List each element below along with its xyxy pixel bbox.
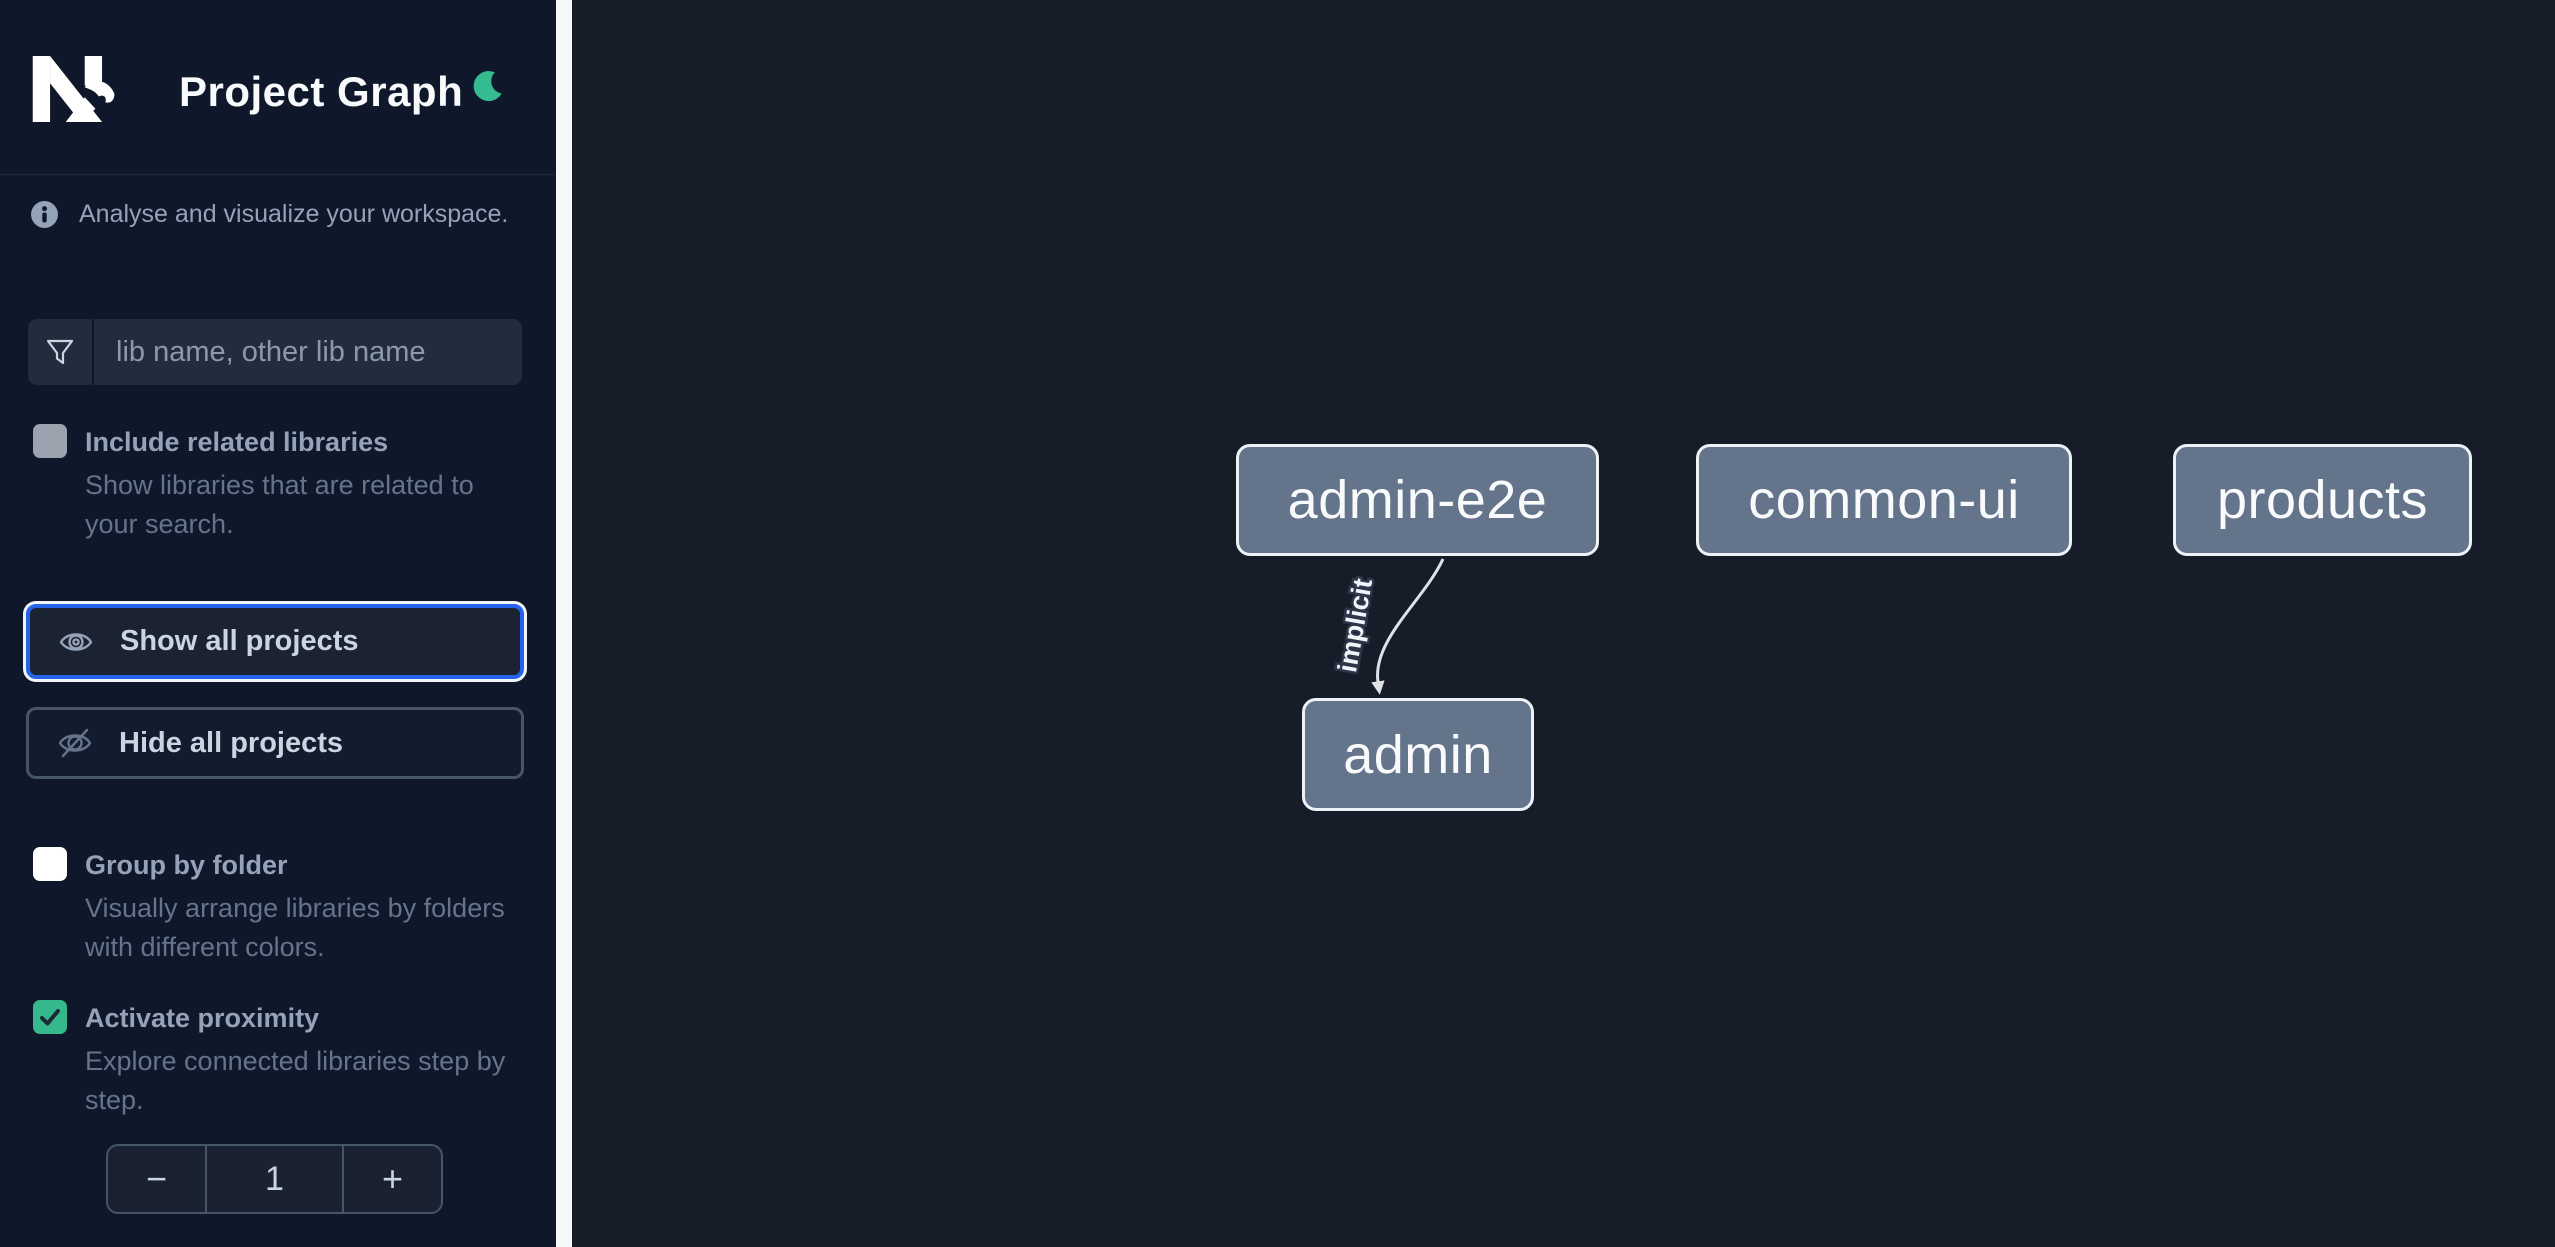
- filter-input[interactable]: [94, 319, 522, 385]
- sidebar: Project Graph Analyse and visualize your…: [0, 0, 556, 1247]
- option-group-by-folder: Group by folder Visually arrange librari…: [33, 845, 523, 967]
- graph-edges: implicit implicit: [1330, 558, 1445, 695]
- moon-icon: [473, 70, 502, 101]
- graph-canvas[interactable]: implicit implicit admin-e2e common-ui pr…: [572, 0, 2555, 1247]
- nx-logo-icon: [32, 56, 115, 122]
- include-related-description: Show libraries that are related to your …: [85, 470, 474, 539]
- proximity-decrement-button[interactable]: −: [108, 1146, 207, 1212]
- activate-proximity-checkbox[interactable]: [33, 1000, 67, 1034]
- eye-off-icon: [58, 728, 92, 758]
- include-related-label[interactable]: Include related libraries: [85, 427, 389, 457]
- sidebar-scrollbar-track: [556, 0, 1126, 1247]
- info-icon: [31, 201, 58, 228]
- tagline-row: Analyse and visualize your workspace.: [31, 200, 531, 229]
- group-by-folder-label[interactable]: Group by folder: [85, 850, 288, 880]
- activate-proximity-description: Explore connected libraries step by step…: [85, 1046, 506, 1115]
- page-title: Project Graph: [179, 68, 464, 115]
- node-common-ui[interactable]: common-ui: [1696, 444, 2072, 556]
- sidebar-header: Project Graph: [0, 0, 556, 175]
- proximity-value[interactable]: 1: [265, 1159, 284, 1198]
- proximity-increment-button[interactable]: +: [342, 1146, 441, 1212]
- proximity-stepper: − 1 +: [106, 1144, 443, 1214]
- hide-all-projects-button[interactable]: Hide all projects: [26, 707, 524, 779]
- node-admin-e2e[interactable]: admin-e2e: [1236, 444, 1599, 556]
- edge-admin-e2e-admin[interactable]: [1371, 558, 1445, 695]
- filter-box: [28, 319, 522, 385]
- funnel-icon: [46, 339, 74, 365]
- theme-toggle-button[interactable]: [464, 64, 512, 112]
- show-all-projects-label: Show all projects: [120, 625, 359, 657]
- include-related-checkbox[interactable]: [33, 424, 67, 458]
- activate-proximity-label[interactable]: Activate proximity: [85, 1003, 320, 1033]
- hide-all-projects-label: Hide all projects: [119, 726, 344, 759]
- group-by-folder-description: Visually arrange libraries by folders wi…: [85, 893, 505, 962]
- node-products[interactable]: products: [2173, 444, 2472, 556]
- check-icon: [40, 1009, 60, 1026]
- option-activate-proximity: Activate proximity Explore connected lib…: [33, 998, 523, 1120]
- node-admin[interactable]: admin: [1302, 698, 1534, 811]
- tagline-text: Analyse and visualize your workspace.: [79, 200, 509, 228]
- group-by-folder-checkbox[interactable]: [33, 847, 67, 881]
- show-all-projects-button[interactable]: Show all projects: [26, 604, 524, 679]
- edge-label-implicit-admin: implicit: [1332, 576, 1378, 674]
- eye-icon: [59, 632, 93, 651]
- filter-icon-cell: [28, 319, 94, 385]
- option-include-related: Include related libraries Show libraries…: [33, 422, 523, 544]
